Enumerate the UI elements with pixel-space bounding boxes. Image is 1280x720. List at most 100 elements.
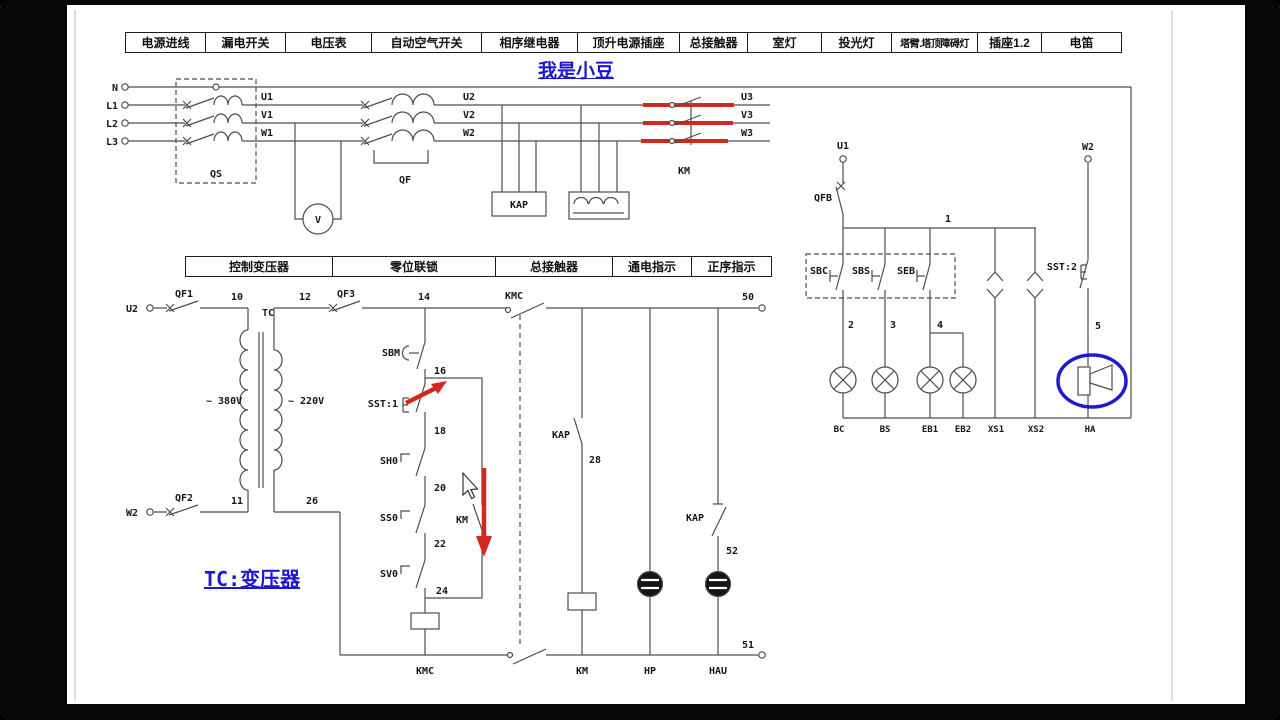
- n-line-contact: [212, 83, 220, 91]
- horn-highlight-ellipse: [1056, 353, 1128, 409]
- svg-text:52: 52: [726, 546, 738, 557]
- svg-text:KM: KM: [456, 515, 468, 526]
- svg-text:QF1: QF1: [175, 289, 193, 300]
- page-border-lines: [74, 10, 1173, 701]
- svg-text:28: 28: [589, 455, 601, 466]
- terminal-w2-control: [146, 508, 154, 516]
- power-labels: N L1 L2 L3 U1 V1 W1 U2 V2 W2 U3 V3 W3 QS…: [106, 83, 753, 226]
- legend-cell: 正序指示: [707, 260, 756, 274]
- svg-text:12: 12: [299, 292, 311, 303]
- svg-text:KMC: KMC: [505, 291, 523, 302]
- svg-text:SEB: SEB: [897, 266, 915, 277]
- km-coil: [567, 592, 597, 611]
- svg-text:QS: QS: [210, 169, 222, 180]
- lamp-x-marks: [833, 370, 973, 390]
- svg-text:SST:1: SST:1: [368, 399, 398, 410]
- legend-table-top: 电源进线漏电开关电压表自动空气开关相序继电器顶升电源插座总接触器室灯投光灯塔臂.…: [125, 32, 1122, 53]
- km-highlight-red-lines: [641, 103, 734, 143]
- horn-body: [1077, 366, 1091, 396]
- contactor-indicator-section: [340, 302, 766, 665]
- svg-text:3: 3: [890, 320, 896, 331]
- bottom-letterbox-bar: [0, 704, 1280, 720]
- svg-text:KM: KM: [678, 166, 690, 177]
- svg-text:EB2: EB2: [955, 425, 971, 435]
- svg-text:V2: V2: [463, 110, 475, 121]
- svg-text:V3: V3: [741, 110, 753, 121]
- sst1-key-symbol: [402, 397, 409, 413]
- legend-cell: 通电指示: [613, 257, 692, 276]
- svg-text:BS: BS: [880, 425, 891, 435]
- relay-labels: KMC 50 51 KAP 28 KM HP KAP 52 HAU: [505, 291, 754, 677]
- chain-blades: [415, 341, 483, 589]
- terminal-n: [121, 83, 129, 91]
- terminal-l3: [121, 137, 129, 145]
- svg-text:SBM: SBM: [382, 348, 400, 359]
- sst2-key-symbol: [1080, 264, 1087, 280]
- svg-text:QF2: QF2: [175, 493, 193, 504]
- legend-cell: 总接触器: [680, 33, 748, 52]
- svg-text:26: 26: [306, 496, 318, 507]
- legend-cell: 投光灯: [822, 33, 892, 52]
- svg-text:N: N: [112, 83, 118, 94]
- terminal-l2: [121, 119, 129, 127]
- svg-text:QF3: QF3: [337, 289, 355, 300]
- svg-text:V: V: [315, 215, 321, 226]
- svg-text:QFB: QFB: [814, 193, 832, 204]
- legend-cell: 零位联锁: [333, 257, 496, 276]
- svg-text:W3: W3: [741, 128, 753, 139]
- legend-cell: 电笛: [1069, 36, 1094, 50]
- sbm-mushroom-symbol: [401, 345, 419, 361]
- watermark-text: 我是小豆: [538, 61, 615, 82]
- svg-text:SBC: SBC: [810, 266, 828, 277]
- svg-text:L3: L3: [106, 137, 118, 148]
- legend-cell: 相序继电器: [482, 33, 578, 52]
- limit-switch-symbols: [400, 453, 410, 574]
- red-arrow-annotation-1: [404, 381, 447, 406]
- terminal-w2-horn: [1084, 155, 1092, 163]
- svg-text:XS2: XS2: [1028, 425, 1044, 435]
- hau-indicator-lamp: [704, 570, 732, 598]
- lamp-eb1: [916, 366, 944, 394]
- svg-text:W2: W2: [1082, 142, 1094, 153]
- lighting-wires: [829, 162, 1131, 419]
- legend-cell: 塔臂.塔顶障碍灯: [892, 33, 978, 52]
- svg-text:HP: HP: [644, 666, 656, 677]
- relay-wires: [340, 307, 758, 656]
- svg-text:SS0: SS0: [380, 513, 398, 524]
- svg-text:EB1: EB1: [922, 425, 938, 435]
- svg-text:W2: W2: [126, 508, 138, 519]
- svg-text:KAP: KAP: [552, 430, 570, 441]
- hp-indicator-lamp: [636, 570, 664, 598]
- svg-text:50: 50: [742, 292, 754, 303]
- svg-text:W1: W1: [261, 128, 273, 139]
- svg-text:18: 18: [434, 426, 446, 437]
- terminal-u2-control: [146, 304, 154, 312]
- lamp-bc: [829, 366, 857, 394]
- svg-text:14: 14: [418, 292, 430, 303]
- red-arrow-annotation-2: [476, 468, 492, 557]
- svg-text:4: 4: [937, 320, 943, 331]
- horn-bell: [1089, 364, 1113, 391]
- svg-text:L2: L2: [106, 119, 118, 130]
- transformer-labels: U2 W2 QF1 QF2 QF3 10 11 12 26 TC ~ 380V …: [126, 289, 355, 519]
- svg-text:SH0: SH0: [380, 456, 398, 467]
- svg-text:11: 11: [231, 496, 243, 507]
- svg-text:TC: TC: [262, 308, 274, 319]
- lamp-switch-dashed-box: [805, 253, 956, 299]
- transformer-x-marks: [165, 303, 338, 517]
- terminal-l1: [121, 101, 129, 109]
- lighting-section: [805, 155, 1131, 419]
- svg-text:W2: W2: [463, 128, 475, 139]
- svg-text:KM: KM: [576, 666, 588, 677]
- chain-labels: 14 SBM 16 SST:1 18 SH0 20 SS0 22 SV0 24 …: [368, 292, 468, 677]
- tc-annotation-text: TC:变压器: [204, 567, 301, 591]
- svg-text:QF: QF: [399, 175, 411, 186]
- lamp-bs: [871, 366, 899, 394]
- svg-text:U1: U1: [837, 141, 849, 152]
- legend-table-middle: 控制变压器零位联锁总接触器通电指示正序指示: [185, 256, 772, 277]
- svg-text:L1: L1: [106, 101, 118, 112]
- terminal-u1-lighting: [839, 155, 847, 163]
